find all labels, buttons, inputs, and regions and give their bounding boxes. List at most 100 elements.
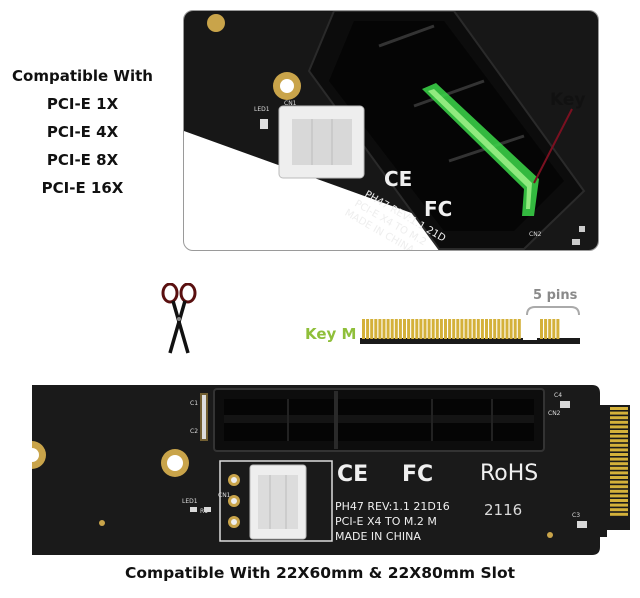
ce-mark: CE bbox=[337, 462, 368, 487]
key-pointer-line bbox=[533, 108, 573, 184]
gold-finger bbox=[513, 319, 517, 339]
gold-finger bbox=[366, 319, 370, 339]
gold-finger bbox=[501, 319, 505, 339]
board-text-line2: PCI-E X4 TO M.2 M bbox=[335, 515, 437, 528]
edge-gold-fingers-main bbox=[362, 319, 521, 339]
silk-c2: C2 bbox=[190, 428, 198, 435]
gold-finger bbox=[610, 485, 628, 489]
key-m-notch bbox=[523, 318, 537, 340]
inset-fc-mark: FC bbox=[424, 197, 452, 221]
board-text-line3: MADE IN CHINA bbox=[335, 530, 421, 543]
gold-finger bbox=[386, 319, 390, 339]
silk-cn1: CN1 bbox=[218, 492, 231, 499]
gold-finger bbox=[548, 319, 552, 339]
compat-slot-1x: PCI-E 1X bbox=[46, 95, 119, 113]
gold-finger bbox=[610, 407, 628, 410]
compat-slot-8x: PCI-E 8X bbox=[46, 151, 119, 169]
gold-finger bbox=[468, 319, 472, 339]
compatibility-heading: Compatible With bbox=[12, 67, 153, 85]
main-adapter-board: C1 C2 CN2 C4 C3 CN1 LED1 R1 CE FC RoHS P… bbox=[32, 385, 630, 555]
gold-finger bbox=[610, 411, 628, 415]
closeup-inset: LED1 CN1 CN2 CE FC PH47 REV:1.1 21D PCI-… bbox=[183, 10, 599, 251]
gold-finger bbox=[610, 466, 628, 470]
gold-finger bbox=[378, 319, 382, 339]
key-label: Key bbox=[550, 90, 586, 110]
gold-finger bbox=[370, 319, 374, 339]
inset-cn2-silk: CN2 bbox=[529, 231, 542, 238]
gold-finger bbox=[444, 319, 447, 339]
gold-finger bbox=[610, 512, 628, 516]
gold-finger bbox=[610, 425, 628, 429]
power-connector-outline bbox=[219, 460, 333, 542]
gold-finger bbox=[456, 319, 460, 339]
inset-cn1-silk: CN1 bbox=[284, 100, 297, 107]
gold-finger bbox=[394, 319, 398, 339]
board-code: 2116 bbox=[484, 501, 522, 519]
gold-finger bbox=[610, 448, 628, 452]
gold-finger bbox=[390, 319, 394, 339]
compatibility-list: Compatible With PCI-E 1X PCI-E 4X PCI-E … bbox=[0, 62, 165, 202]
gold-finger bbox=[448, 319, 452, 339]
gold-finger bbox=[610, 494, 628, 498]
slot-compat-caption: Compatible With 22X60mm & 22X80mm Slot bbox=[124, 564, 516, 582]
inset-led1-silk: LED1 bbox=[254, 106, 270, 113]
slot-key-highlight bbox=[422, 83, 539, 216]
gold-finger bbox=[544, 319, 548, 339]
gold-finger bbox=[517, 319, 521, 339]
gold-finger bbox=[431, 319, 435, 339]
gold-finger bbox=[610, 439, 628, 443]
silk-c4: C4 bbox=[554, 392, 562, 399]
gold-finger bbox=[610, 489, 628, 493]
edge-connector-strip bbox=[360, 318, 580, 344]
gold-finger bbox=[493, 319, 497, 339]
gold-finger bbox=[610, 508, 628, 512]
gold-finger bbox=[480, 319, 484, 339]
gold-finger bbox=[610, 443, 628, 447]
gold-finger bbox=[382, 319, 386, 339]
rohs-mark: RoHS bbox=[480, 461, 538, 486]
gold-finger bbox=[610, 434, 628, 438]
pins-bracket bbox=[526, 306, 580, 316]
gold-finger bbox=[540, 319, 543, 339]
gold-finger bbox=[374, 319, 378, 339]
gold-finger bbox=[610, 416, 628, 420]
silk-c1: C1 bbox=[190, 400, 198, 407]
gold-finger bbox=[610, 462, 628, 466]
gold-finger bbox=[415, 319, 419, 339]
gold-finger bbox=[509, 319, 513, 339]
gold-finger bbox=[610, 471, 628, 475]
gold-finger bbox=[476, 319, 480, 339]
gold-finger bbox=[423, 319, 427, 339]
gold-finger bbox=[505, 319, 509, 339]
gold-finger bbox=[452, 319, 456, 339]
gold-finger bbox=[497, 319, 501, 339]
fc-mark: FC bbox=[402, 462, 433, 487]
gold-finger bbox=[610, 457, 628, 461]
gold-finger bbox=[472, 319, 476, 339]
silk-led1: LED1 bbox=[182, 498, 198, 505]
gold-finger bbox=[489, 319, 493, 339]
gold-finger bbox=[460, 319, 464, 339]
gold-finger bbox=[610, 503, 628, 507]
gold-finger bbox=[398, 319, 402, 339]
gold-finger bbox=[610, 499, 628, 502]
gold-finger bbox=[439, 319, 443, 339]
board-text-line1: PH47 REV:1.1 21D16 bbox=[335, 500, 450, 513]
gold-finger bbox=[403, 319, 406, 339]
silk-cn2: CN2 bbox=[548, 410, 561, 417]
gold-finger bbox=[552, 319, 556, 339]
board-gold-fingers bbox=[610, 407, 628, 516]
gold-finger bbox=[411, 319, 415, 339]
gold-finger bbox=[610, 480, 628, 484]
compat-slot-4x: PCI-E 4X bbox=[46, 123, 119, 141]
gold-finger bbox=[435, 319, 439, 339]
gold-finger bbox=[419, 319, 423, 339]
key-m-label: Key M bbox=[305, 325, 357, 343]
inset-ce-mark: CE bbox=[384, 167, 412, 191]
gold-finger bbox=[610, 476, 628, 479]
edge-gold-fingers-pins bbox=[540, 319, 560, 339]
closeup-board-illustration: LED1 CN1 CN2 CE FC PH47 REV:1.1 21D PCI-… bbox=[184, 11, 598, 250]
gold-finger bbox=[464, 319, 468, 339]
gold-finger bbox=[485, 319, 488, 339]
gold-finger bbox=[610, 430, 628, 433]
